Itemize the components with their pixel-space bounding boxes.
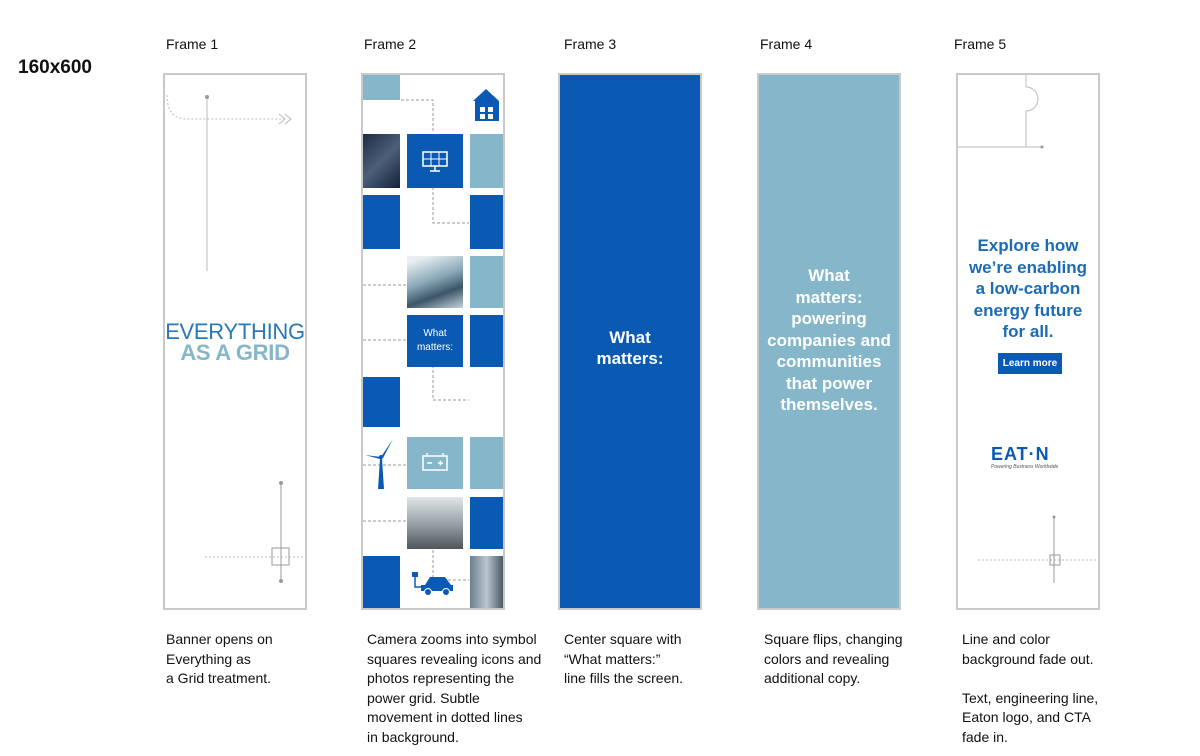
frame-4-title: Frame 4: [760, 36, 813, 52]
grid-square: [470, 256, 503, 308]
frame-3-caption: Center square with “What matters:” line …: [564, 631, 684, 687]
grid-square: [363, 556, 400, 608]
solar-panel-square: [407, 134, 463, 188]
banner-size-label: 160x600: [18, 57, 92, 78]
headline-line-2: AS A GRID: [180, 340, 290, 365]
grid-square: [363, 377, 400, 427]
wind-turbine-icon: [363, 435, 400, 491]
grid-square: [470, 497, 503, 549]
headline-line-1: EVERYTHING: [165, 319, 305, 344]
frame-1-caption: Banner opens on Everything as a Grid tre…: [166, 631, 273, 687]
what-matters-square: What matters:: [407, 315, 463, 367]
engineering-lines: [166, 94, 305, 583]
frame-1-title: Frame 1: [166, 36, 219, 52]
learn-more-button[interactable]: Learn more: [998, 353, 1062, 374]
everything-as-a-grid-headline: EVERYTHING AS A GRID: [165, 319, 305, 365]
what-matters-text: What matters:: [416, 328, 454, 353]
grid-square: [470, 195, 503, 249]
frame-5-title: Frame 5: [954, 36, 1007, 52]
landscape-photo: [407, 497, 463, 549]
house-icon: [470, 83, 503, 121]
grid-square: [363, 75, 400, 100]
solar-panel-icon: [422, 151, 448, 172]
frame-4-copy: What matters: powering companies and com…: [767, 266, 891, 414]
eaton-logo: EAT·N: [991, 444, 1050, 464]
family-photo: [407, 256, 463, 308]
frame-3-banner: What matters:: [558, 73, 702, 610]
battery-icon: [422, 453, 448, 471]
grid-square: [470, 134, 503, 188]
eaton-tagline: Powering Business Worldwide: [991, 464, 1059, 470]
frame-5-caption: Line and color background fade out. Text…: [962, 631, 1099, 745]
frame-4-banner: What matters: powering companies and com…: [757, 73, 901, 610]
frame-2-title: Frame 2: [364, 36, 417, 52]
frame-5-banner: Explore how we’re enabling a low-carbon …: [956, 73, 1100, 610]
street-photo: [470, 556, 503, 608]
frame-1-banner: EVERYTHING AS A GRID: [163, 73, 307, 610]
city-photo: [363, 134, 400, 188]
frame-2-banner: What matters:: [361, 73, 505, 610]
grid-square: [470, 315, 503, 367]
frame-2-caption: Camera zooms into symbol squares reveali…: [367, 631, 542, 745]
dotted-grid-lines: [363, 99, 469, 581]
electric-car-icon: [407, 563, 463, 603]
frame-5-headline: Explore how we’re enabling a low-carbon …: [968, 236, 1088, 341]
grid-square: [363, 195, 400, 249]
frame-3-title: Frame 3: [564, 36, 617, 52]
frame-4-caption: Square flips, changing colors and reveal…: [764, 631, 903, 687]
battery-square: [407, 437, 463, 489]
what-matters-text: What matters:: [596, 328, 664, 368]
engineering-lines: [958, 75, 1098, 583]
grid-square: [470, 437, 503, 489]
